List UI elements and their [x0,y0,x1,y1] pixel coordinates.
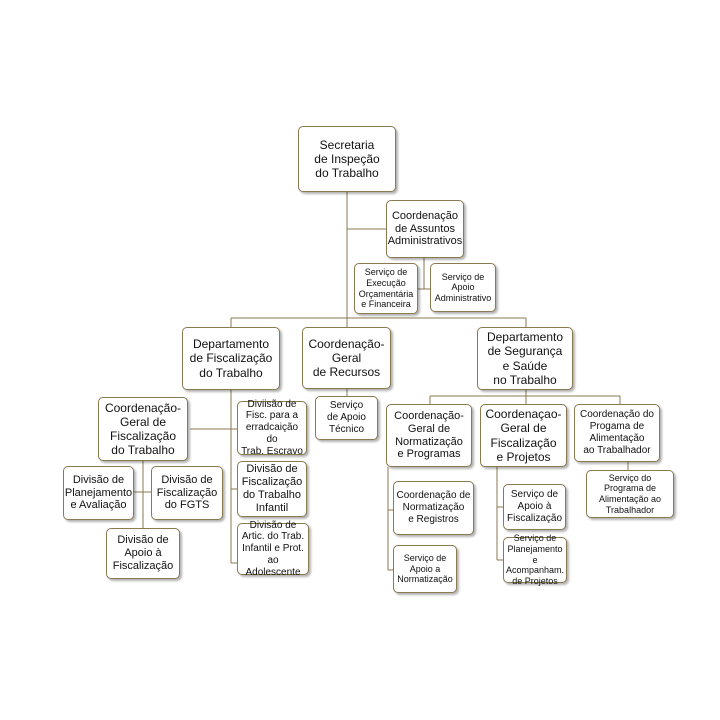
box-label: Serviço de Apoio à Fiscalização [506,489,563,524]
box-label: Departamento de Segurança e Saúde no Tra… [486,330,564,387]
divisao-planejamento-avaliacao-box: Divisão de Planejamento e Avaliação [63,466,134,520]
servico-apoio-administrativo-box: Serviço de Apoio Administrativo [430,263,496,312]
coordenacao-programa-alimentacao-box: Coordenação do Progama de Alimentação ao… [574,404,660,462]
divisao-fisc-trabalho-escravo-box: Diviisão de Fisc. para a erradcaição do … [237,398,307,457]
coordenacao-normatizacao-registros-box: Coordenação de Normatização e Registros [393,481,474,535]
divisao-apoio-fiscalizacao-box: Divisão de Apoio à Fiscalização [106,528,180,579]
box-label: Coordenaçao- Geral de Fiscalização e Pro… [485,407,562,464]
box-label: Serviço do Programa de Alimentação ao Tr… [598,472,662,515]
box-label: Diviisão de Fisc. para a erradcaição do … [241,398,303,457]
servico-execucao-orcamentaria-box: Serviço de Execução Orçamentária e Finan… [354,263,418,314]
servico-planejamento-projetos-box: Serviço de Planejamento e Acompanham. de… [503,533,567,586]
coordenacao-assuntos-administrativos-box: Coordenação de Assuntos Administrativos [386,200,464,258]
box-label: Divisão de Fiscalização do FGTS [156,473,218,512]
box-label: Coordenação- Geral de Fiscalização do Tr… [104,400,182,458]
box-label: Coordenação- Geral de Recursos [308,336,385,380]
box-label: Coordenação do Progama de Alimentação ao… [580,409,654,456]
box-label: Serviço de Apoio Administrativo [434,271,492,303]
box-label: Serviço de Apoio a Normatização [397,553,453,585]
box-label: Coordenação de Normatização e Registros [396,490,471,525]
departamento-fiscalizacao-trabalho-box: Departamento de Fiscalização do Trabalho [182,327,280,390]
box-label: Departamento de Fiscalização do Trabalho [189,337,273,380]
box-label: Secretaria de Inspeção do Trabalho [314,137,380,181]
departamento-seguranca-saude-box: Departamento de Segurança e Saúde no Tra… [477,327,573,390]
servico-programa-alimentacao-box: Serviço do Programa de Alimentação ao Tr… [586,470,674,518]
coordenacao-geral-normatizacao-programas-box: Coordenação- Geral de Normatização e Pro… [386,404,472,467]
box-label: Serviço de Execução Orçamentária e Finan… [358,267,414,310]
box-label: Coordenação- Geral de Normatização e Pro… [394,409,464,461]
servico-apoio-fiscalizacao-box: Serviço de Apoio à Fiscalização [503,484,566,530]
divisao-artic-trabalho-infantil-box: Divisão de Artic. do Trab. Infantil e Pr… [237,520,309,578]
box-label: Serviço de Apoio Técnico [327,400,366,435]
servico-apoio-tecnico-box: Serviço de Apoio Técnico [315,396,378,440]
box-label: Divisão de Artic. do Trab. Infantil e Pr… [241,519,305,578]
secretaria-inspecao-trabalho-box: Secretaria de Inspeção do Trabalho [298,126,396,192]
box-label: Divisão de Apoio à Fiscalização [112,534,174,572]
divisao-fiscalizacao-trabalho-infantil-box: Divisão de Fiscalização do Trabalho Infa… [237,461,307,517]
box-label: Divisão de Planejamento e Avaliação [64,473,133,512]
box-label: Divisão de Fiscalização do Trabalho Infa… [241,463,303,514]
box-label: Coordenação de Assuntos Administrativos [387,209,463,248]
coordenacao-geral-fiscalizacao-projetos-box: Coordenaçao- Geral de Fiscalização e Pro… [480,404,567,467]
coordenacao-geral-recursos-box: Coordenação- Geral de Recursos [302,327,391,389]
divisao-fiscalizacao-fgts-box: Divisão de Fiscalização do FGTS [151,466,223,520]
coordenacao-geral-fiscalizacao-trabalho-box: Coordenação- Geral de Fiscalização do Tr… [98,397,188,461]
servico-apoio-normatizacao-box: Serviço de Apoio a Normatização [393,545,457,593]
box-label: Serviço de Planejamento e Acompanham. de… [505,533,565,586]
